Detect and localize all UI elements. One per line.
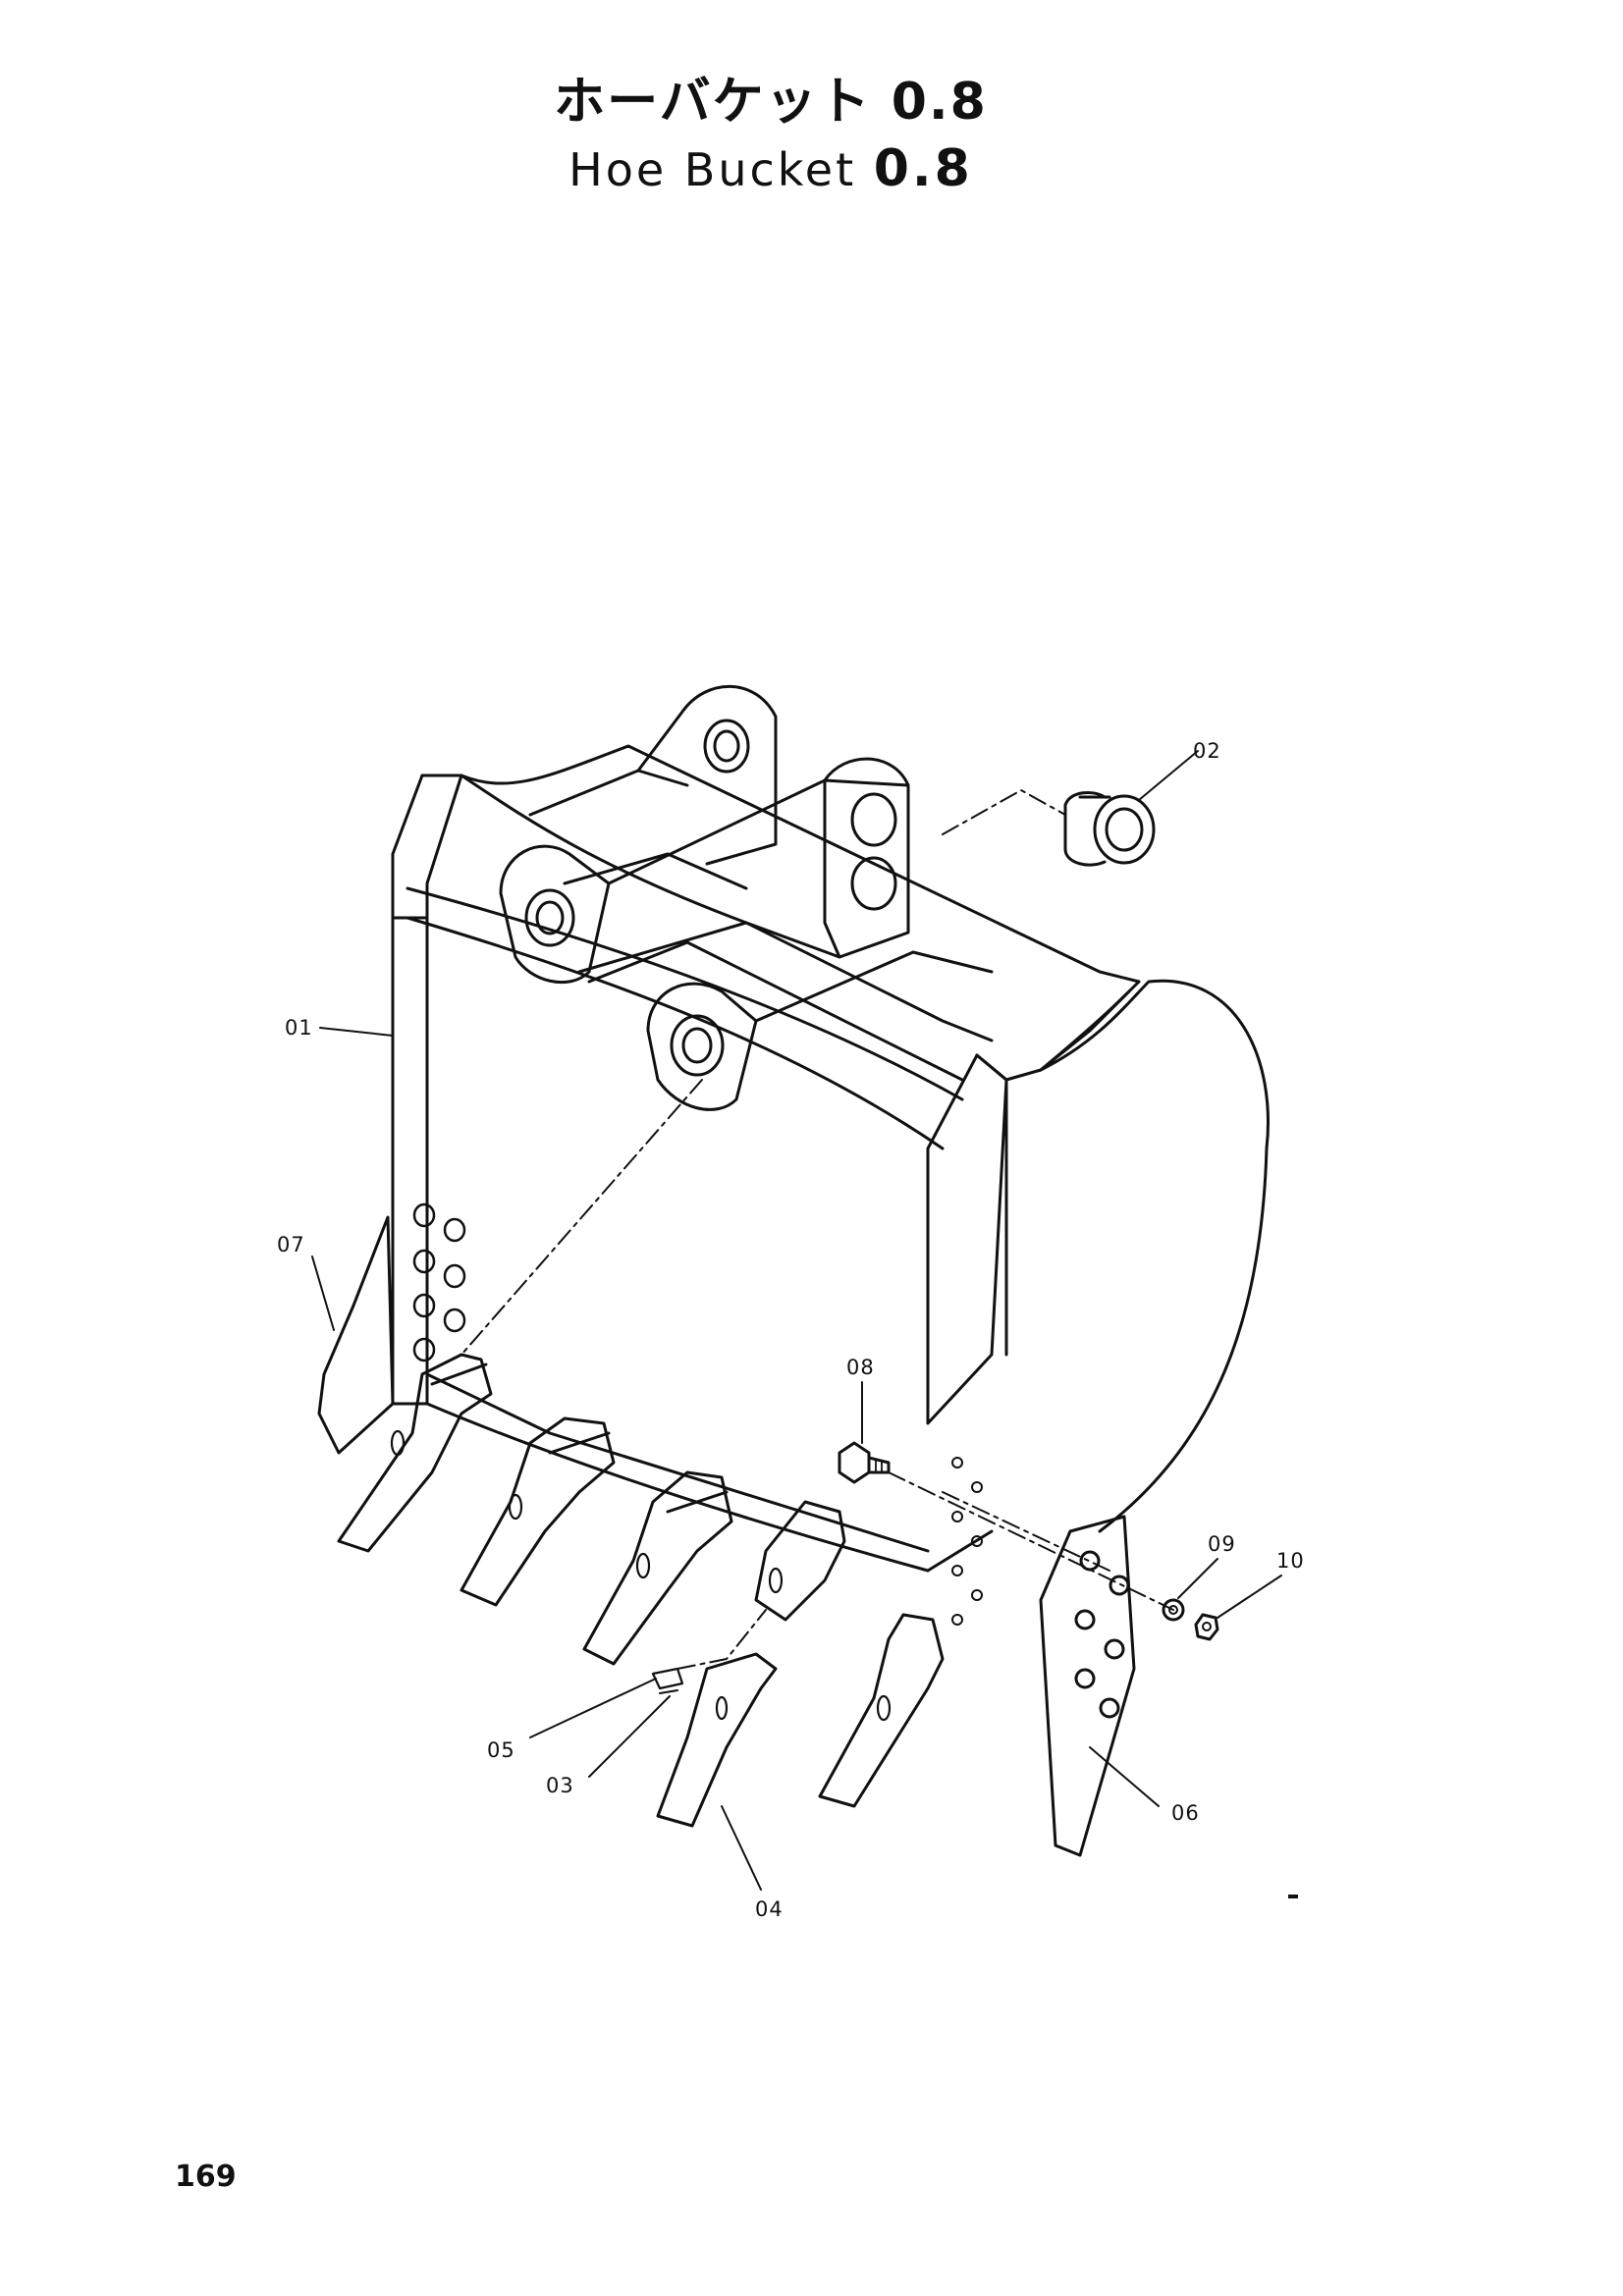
- callout-labels: 01 02 03 04 05 06 07 08 09 10: [277, 739, 1305, 1921]
- title-english-text: Hoe Bucket: [568, 143, 857, 196]
- title-japanese-size: 0.8: [891, 73, 988, 132]
- callout-03: 03: [546, 1774, 574, 1797]
- callout-04: 04: [755, 1897, 784, 1921]
- bolt-washer-nut: [838, 1441, 1219, 1641]
- bushing: [1063, 791, 1156, 867]
- callout-10: 10: [1276, 1549, 1305, 1573]
- title-japanese: ホーバケット 0.8: [0, 69, 1542, 135]
- callout-06: 06: [1171, 1801, 1200, 1825]
- callout-08: 08: [846, 1356, 875, 1379]
- title-english-size: 0.8: [873, 139, 973, 198]
- leader-lines: [311, 750, 1282, 1891]
- bucket-teeth: [337, 1353, 945, 1808]
- callout-02: 02: [1193, 739, 1221, 763]
- bucket-lugs: [499, 684, 994, 1111]
- bucket-body: [391, 744, 1270, 1626]
- title-japanese-text: ホーバケット: [554, 73, 872, 132]
- callout-05: 05: [487, 1738, 515, 1762]
- callout-01: 01: [285, 1016, 313, 1040]
- assembly-center-lines: [460, 789, 1174, 1670]
- title-block: ホーバケット 0.8 Hoe Bucket 0.8: [0, 69, 1542, 203]
- side-cutter-left: [317, 1215, 395, 1455]
- page-number: 169: [175, 2160, 237, 2194]
- exploded-tooth: [651, 1652, 778, 1828]
- title-english: Hoe Bucket 0.8: [0, 135, 1542, 203]
- callout-07: 07: [277, 1233, 305, 1256]
- side-cutter-right: [1039, 1515, 1136, 1857]
- callout-09: 09: [1208, 1532, 1236, 1556]
